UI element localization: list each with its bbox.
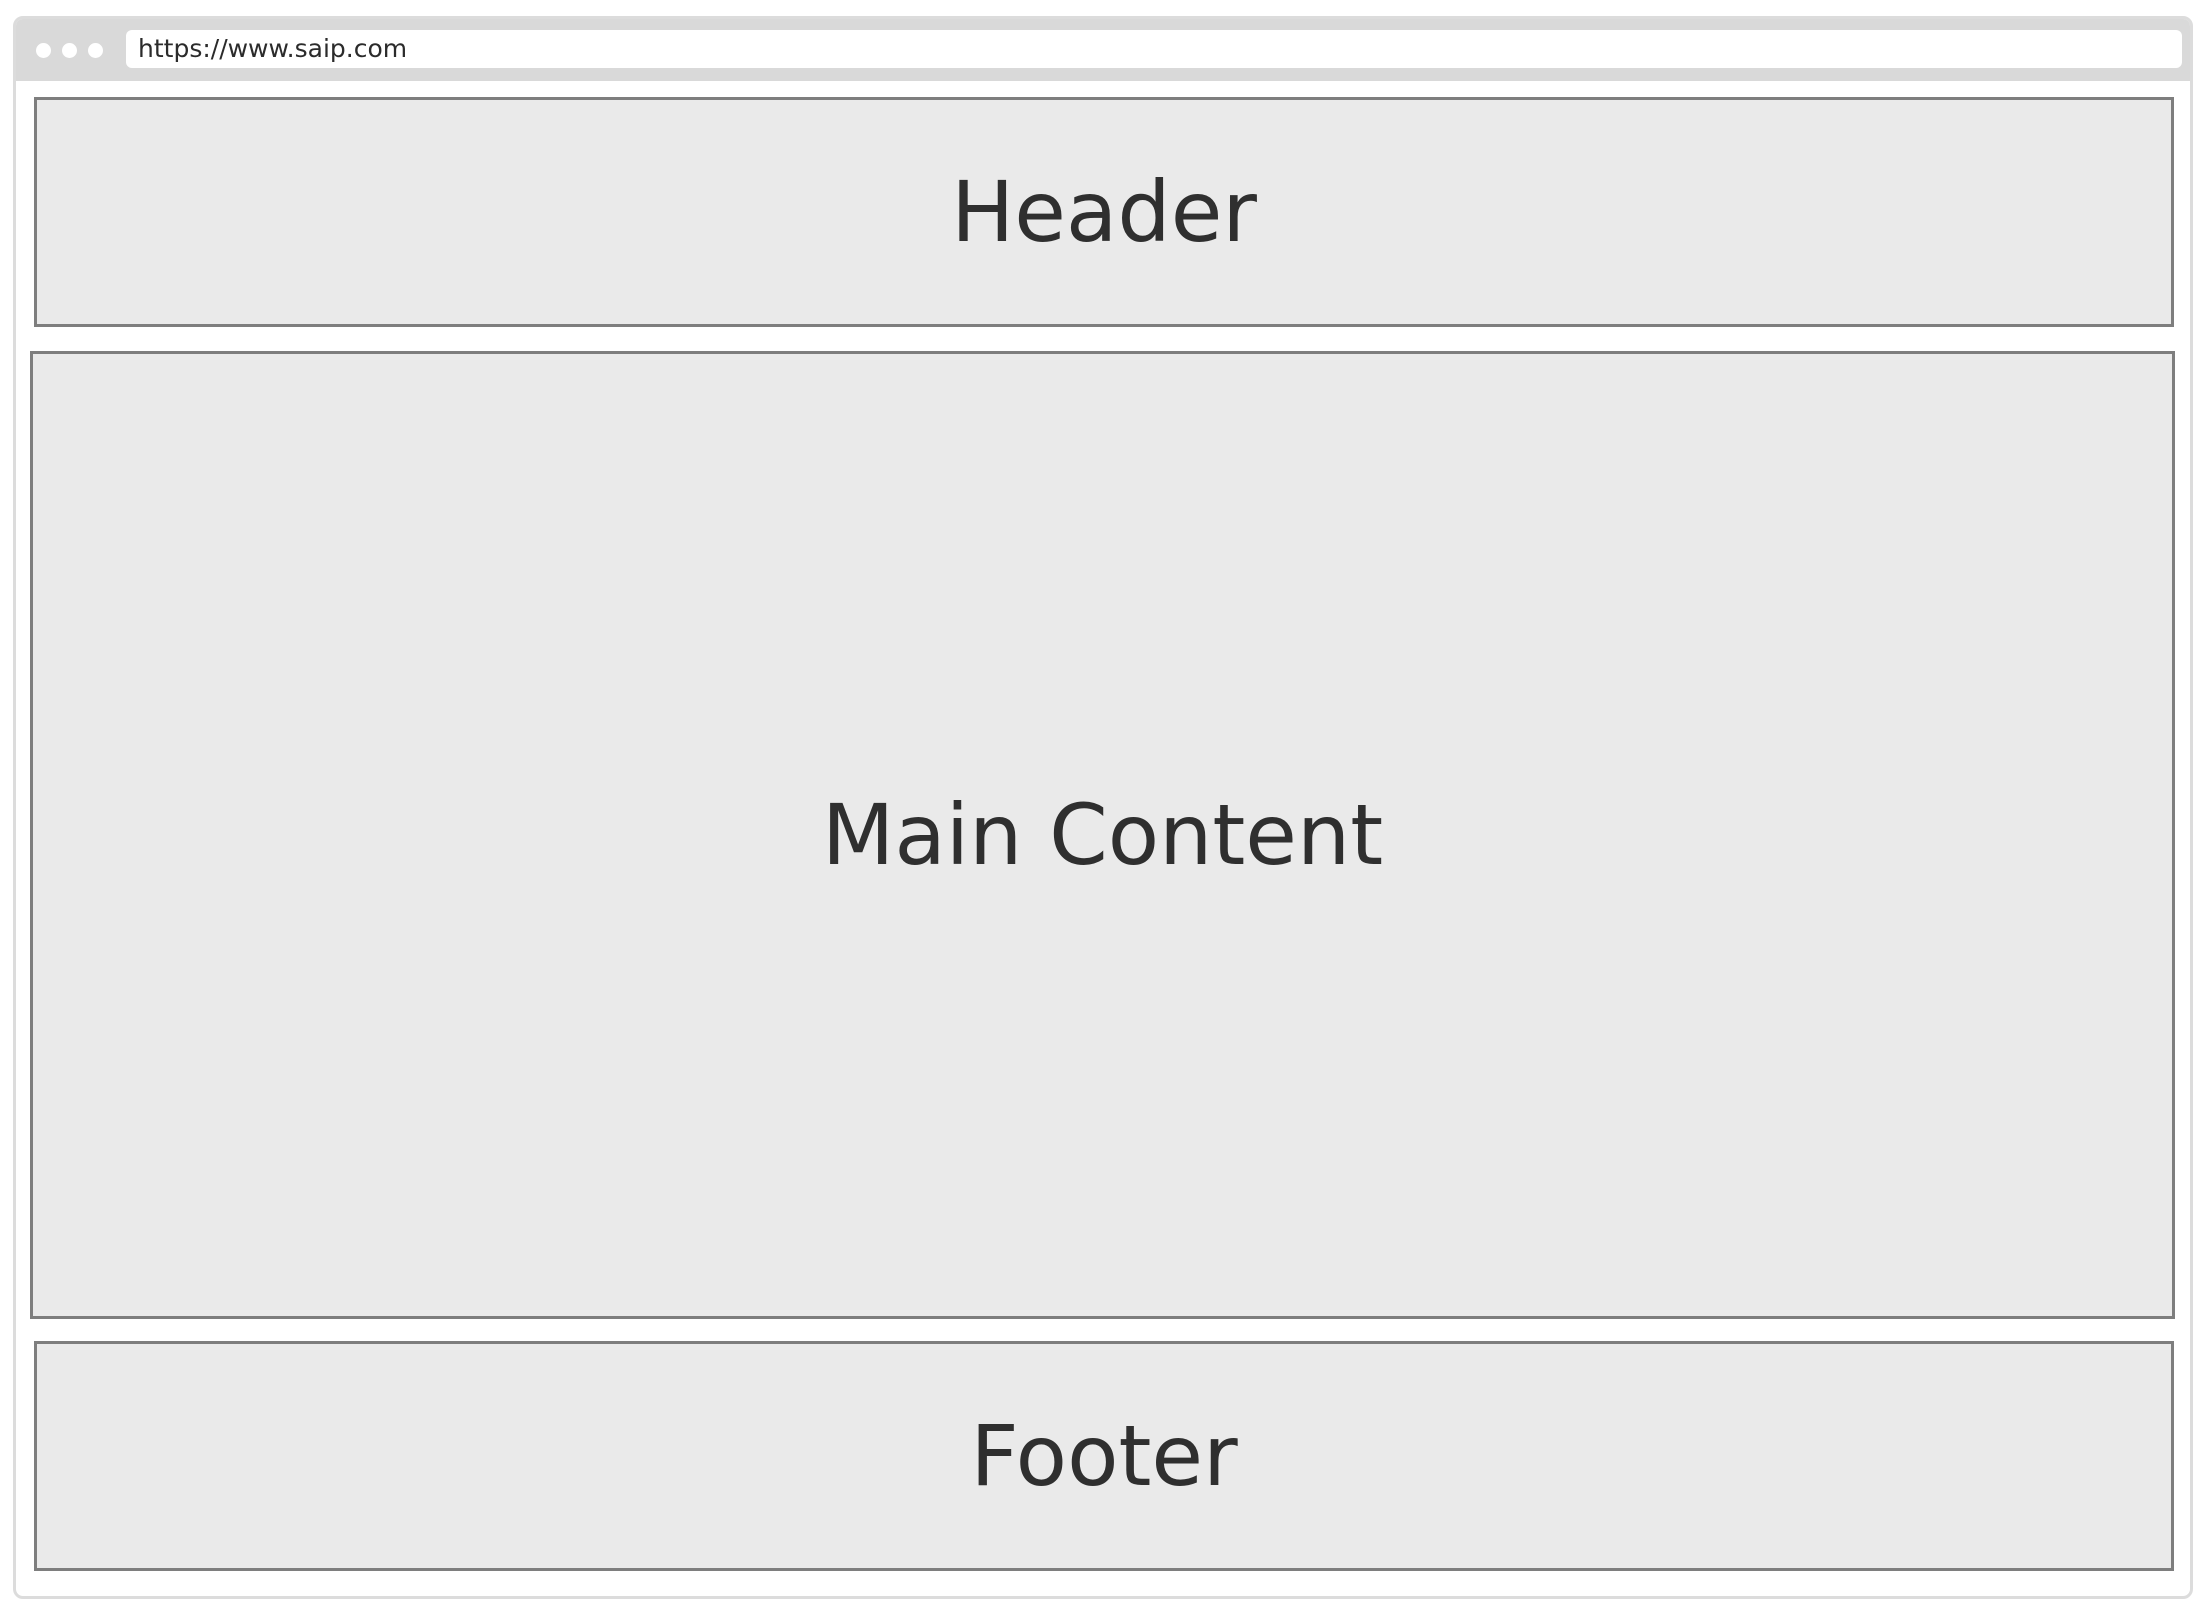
footer-label: Footer <box>970 1407 1238 1505</box>
window-minimize-dot-icon[interactable] <box>62 43 77 58</box>
browser-titlebar: https://www.saip.com <box>16 19 2190 81</box>
main-content-region: Main Content <box>30 351 2175 1319</box>
window-close-dot-icon[interactable] <box>36 43 51 58</box>
address-bar[interactable]: https://www.saip.com <box>126 30 2182 68</box>
main-content-label: Main Content <box>821 786 1384 884</box>
header-region: Header <box>34 97 2174 327</box>
browser-window: https://www.saip.com Header Main Content… <box>13 16 2193 1599</box>
footer-region: Footer <box>34 1341 2174 1571</box>
window-maximize-dot-icon[interactable] <box>88 43 103 58</box>
header-label: Header <box>951 163 1257 261</box>
